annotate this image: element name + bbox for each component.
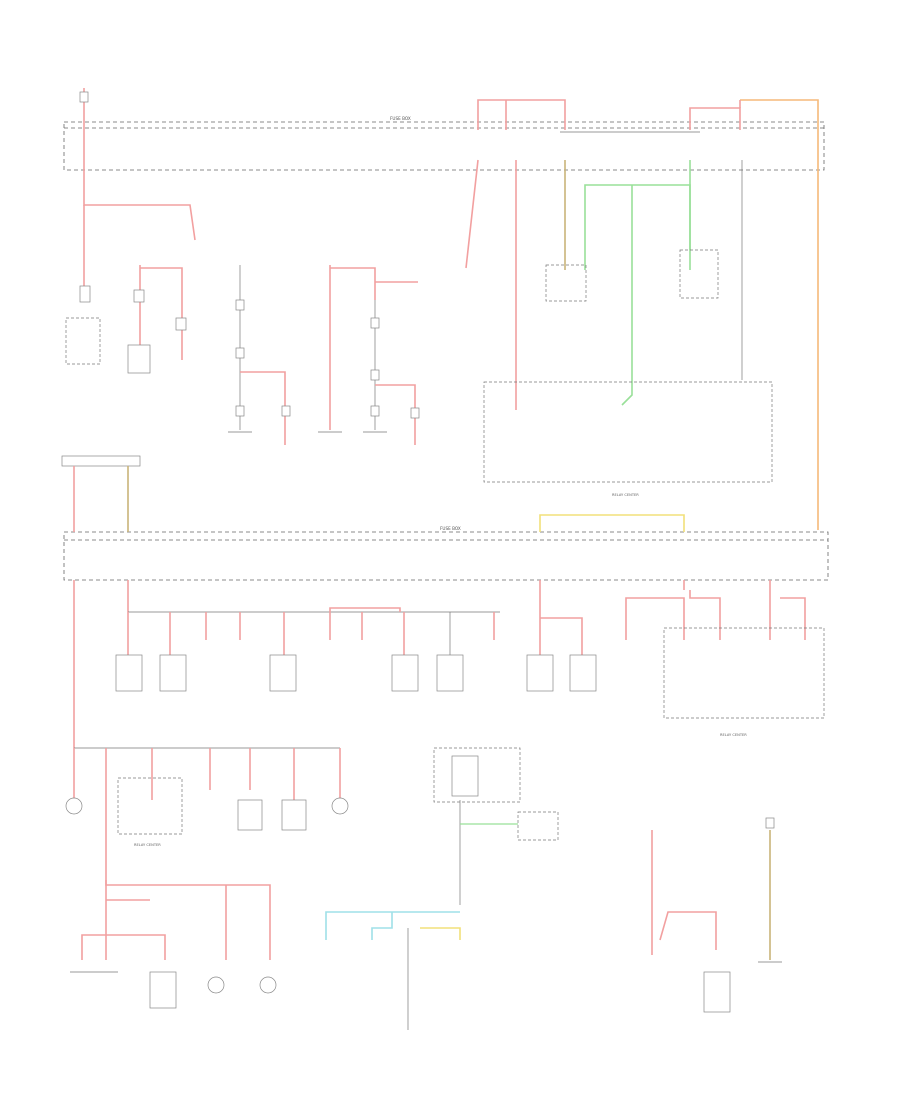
bottom-right-branch: [651, 817, 782, 1013]
left-lower-bus: RELAY CENTER: [65, 580, 349, 960]
lower-distribution-bus: [115, 580, 500, 692]
left-load-group-1: [65, 265, 187, 374]
bottom-left-branch: [70, 880, 277, 1009]
upper-fuse-box: FUSE BOX: [63, 116, 825, 171]
upper-fuse-box-label: FUSE BOX: [390, 116, 411, 121]
center-relay-group: [318, 265, 420, 445]
lower-fuse-box-label: FUSE BOX: [440, 526, 461, 531]
relay-center-bottom-label: RELAY CENTER: [134, 843, 161, 847]
battery-feed: [79, 88, 196, 300]
lower-fuse-box: FUSE BOX: [61, 455, 829, 581]
relay-center-upper: RELAY CENTER: [483, 381, 773, 497]
upper-right-feeds: [465, 99, 819, 530]
lower-right-feeds: RELAY CENTER: [526, 580, 825, 737]
relay-center-lower-label: RELAY CENTER: [720, 733, 747, 737]
center-bottom-module: [325, 747, 559, 1030]
relay-center-upper-label: RELAY CENTER: [612, 493, 639, 497]
middle-relay-group: [228, 265, 291, 445]
